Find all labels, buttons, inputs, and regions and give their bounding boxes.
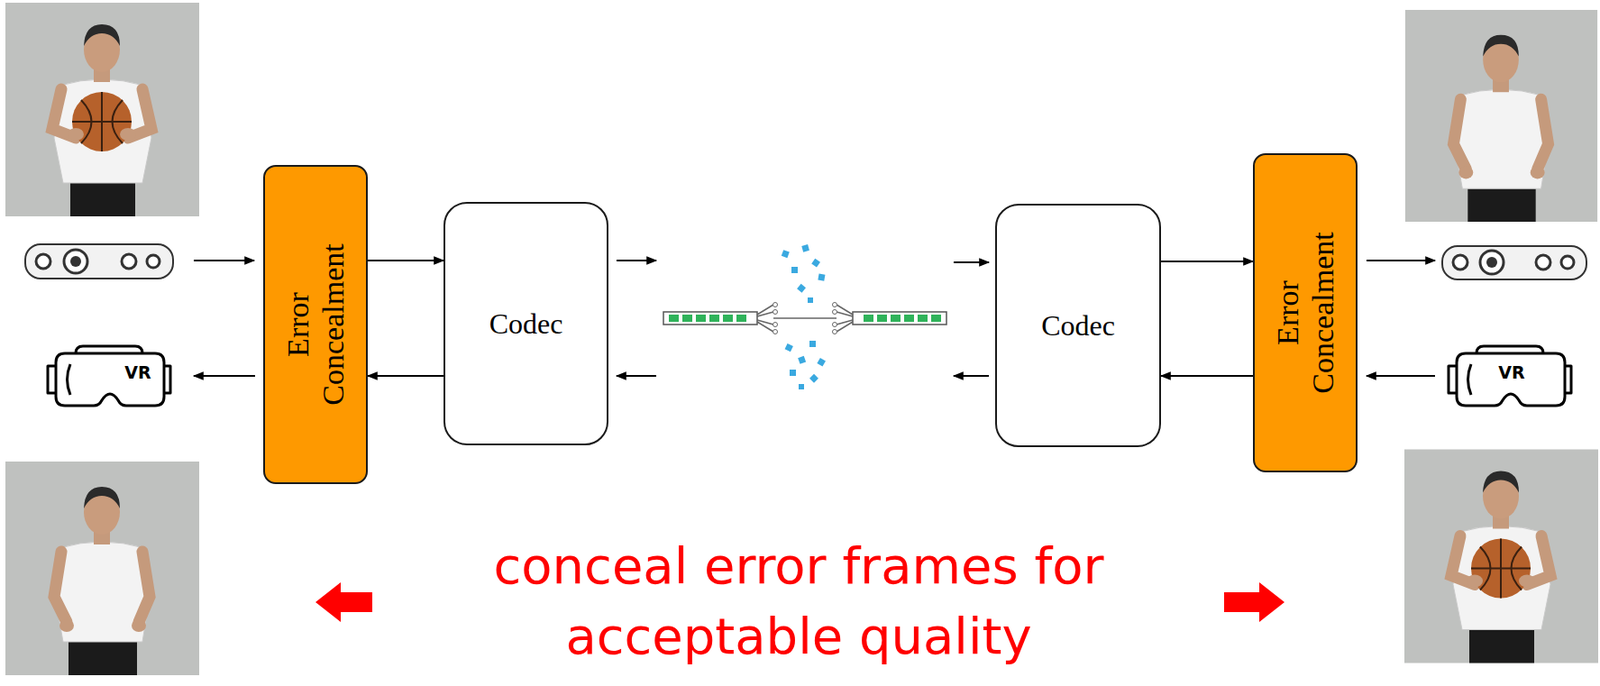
codec-box: Codec <box>443 201 609 446</box>
camera-icon <box>1442 246 1587 280</box>
red-arrow <box>315 582 373 622</box>
connector-arrow <box>367 374 444 377</box>
icon-label: VR <box>1489 358 1535 386</box>
photo <box>5 2 200 217</box>
connector-arrow <box>367 259 444 262</box>
photo <box>5 461 200 676</box>
codec-box: Codec <box>995 203 1162 448</box>
node-text: Error Concealment <box>1270 222 1341 403</box>
vr-headset-icon <box>1448 346 1572 406</box>
icon-label: VR <box>115 358 161 386</box>
node-text: Error Concealment <box>280 234 351 415</box>
connector-arrow <box>1161 260 1253 263</box>
photo <box>1404 449 1599 664</box>
error-concealment-box: Error Concealment <box>263 164 368 485</box>
flow-arrow <box>193 260 1436 376</box>
connector-arrow <box>1161 374 1253 377</box>
packet-loss <box>781 244 826 390</box>
vr-headset-icon <box>47 346 171 406</box>
camera-icon <box>25 244 174 279</box>
error-concealment-box: Error Concealment <box>1252 153 1358 473</box>
node-text: Codec <box>489 307 564 341</box>
photo <box>1405 9 1598 222</box>
node-text: Codec <box>1041 309 1116 343</box>
network-cable <box>663 302 947 335</box>
annotation-text: conceal error frames for acceptable qual… <box>393 530 1205 672</box>
red-arrow <box>1224 582 1285 622</box>
